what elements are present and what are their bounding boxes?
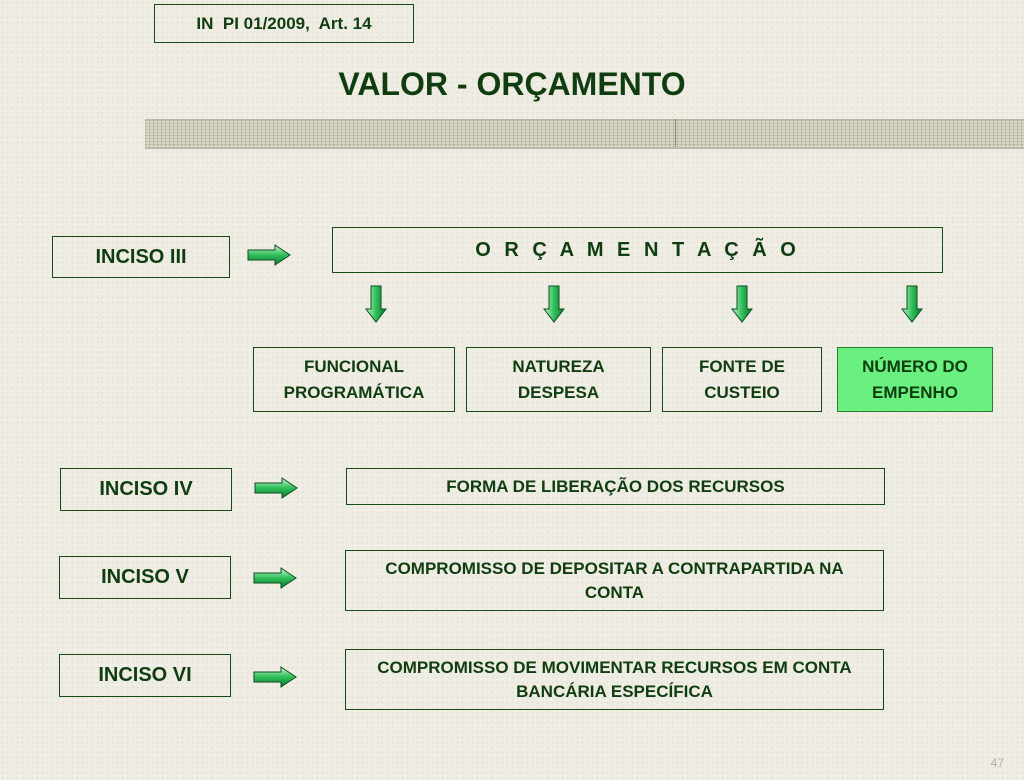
reference-text: IN PI 01/2009, Art. 14 <box>196 13 372 33</box>
orcamentacao-label: O R Ç A M E N T A Ç Ã O <box>475 238 800 261</box>
arrow-down-icon <box>543 285 565 323</box>
inciso-iii-label: INCISO III <box>95 245 187 268</box>
category-label: FUNCIONAL PROGRAMÁTICA <box>283 356 425 402</box>
forma-liberacao-box: FORMA DE LIBERAÇÃO DOS RECURSOS <box>346 468 885 505</box>
arrow-right-icon <box>254 477 298 499</box>
category-label: NÚMERO DO EMPENHO <box>862 356 968 402</box>
arrow-right-icon <box>253 666 297 688</box>
arrow-right-icon <box>247 244 291 266</box>
conta-especifica-label: COMPROMISSO DE MOVIMENTAR RECURSOS EM CO… <box>377 657 852 701</box>
contrapartida-box: COMPROMISSO DE DEPOSITAR A CONTRAPARTIDA… <box>345 550 884 611</box>
arrow-down-icon <box>901 285 923 323</box>
reference-box: IN PI 01/2009, Art. 14 <box>154 4 414 43</box>
decorative-band-divider <box>675 119 676 147</box>
orcamentacao-box: O R Ç A M E N T A Ç Ã O <box>332 227 943 273</box>
page-title: VALOR - ORÇAMENTO <box>338 66 686 102</box>
inciso-vi-box: INCISO VI <box>59 654 231 697</box>
inciso-iv-box: INCISO IV <box>60 468 232 511</box>
page-number: 47 <box>990 756 1004 770</box>
category-numero-do-empenho: NÚMERO DO EMPENHO <box>837 347 993 412</box>
arrow-right-icon <box>253 567 297 589</box>
arrow-down-icon <box>731 285 753 323</box>
category-label: NATUREZA DESPESA <box>512 356 605 402</box>
inciso-iv-label: INCISO IV <box>99 478 193 500</box>
decorative-band <box>145 119 1024 149</box>
arrow-down-icon <box>365 285 387 323</box>
category-natureza-despesa: NATUREZA DESPESA <box>466 347 651 412</box>
contrapartida-label: COMPROMISSO DE DEPOSITAR A CONTRAPARTIDA… <box>385 558 844 602</box>
conta-especifica-box: COMPROMISSO DE MOVIMENTAR RECURSOS EM CO… <box>345 649 884 710</box>
inciso-v-box: INCISO V <box>59 556 231 599</box>
inciso-vi-label: INCISO VI <box>98 664 192 686</box>
category-funcional-programatica: FUNCIONAL PROGRAMÁTICA <box>253 347 455 412</box>
forma-liberacao-label: FORMA DE LIBERAÇÃO DOS RECURSOS <box>446 476 785 496</box>
category-label: FONTE DE CUSTEIO <box>699 356 785 402</box>
category-fonte-de-custeio: FONTE DE CUSTEIO <box>662 347 822 412</box>
inciso-v-label: INCISO V <box>101 566 189 588</box>
inciso-iii-box: INCISO III <box>52 236 230 278</box>
